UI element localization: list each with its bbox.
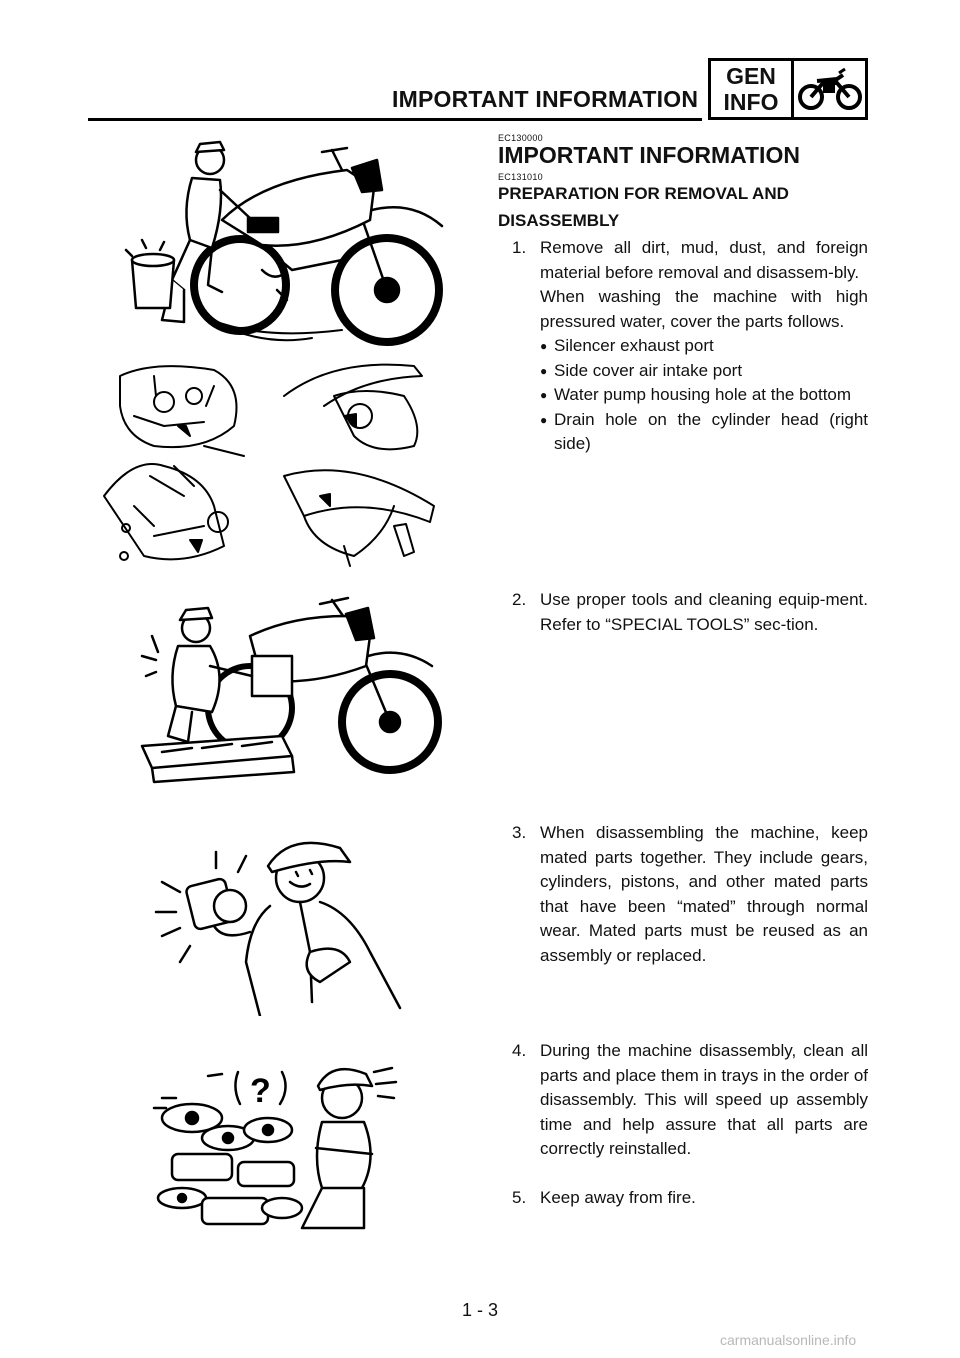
step-3: 3. When disassembling the machine, keep …: [512, 821, 868, 968]
step-text: Use proper tools and cleaning equip-ment…: [540, 590, 868, 634]
header-rule: [88, 118, 702, 121]
header-title: IMPORTANT INFORMATION: [392, 86, 699, 112]
section-code: EC130000: [498, 133, 543, 143]
step-5: 5. Keep away from fire.: [512, 1186, 868, 1211]
step-number: 5.: [512, 1188, 527, 1207]
washing-motorcycle-illustration: [124, 140, 444, 346]
page-number: 1 - 3: [461, 1300, 499, 1320]
step-number: 2.: [512, 590, 527, 609]
disassembly-trays-illustration: ?: [152, 1066, 398, 1230]
list-item-text: Drain hole on the cylinder head (right s…: [554, 409, 868, 454]
watermark: carmanualsonline.info: [720, 1332, 857, 1348]
list-item: ● Water pump housing hole at the bottom: [540, 383, 868, 408]
bullet-icon: ●: [540, 363, 548, 378]
covered-parts-illustration: [103, 363, 435, 567]
list-item-text: Silencer exhaust port: [554, 336, 714, 355]
subsection-code: EC131010: [498, 172, 543, 182]
section-tag: GEN INFO: [708, 58, 868, 120]
section-tag-line1: GEN: [726, 63, 776, 89]
step-number: 1.: [512, 238, 527, 257]
section-tag-line2: INFO: [723, 89, 779, 115]
motorcycle-icon: [794, 61, 865, 117]
question-mark: ?: [250, 1072, 271, 1110]
bullet-list: ● Silencer exhaust port ● Side cover air i…: [540, 334, 868, 457]
step-text: When disassembling the machine, keep mat…: [540, 823, 868, 965]
list-item: ● Silencer exhaust port: [540, 334, 868, 359]
section-tag-label: GEN INFO: [711, 61, 794, 117]
list-item: ● Side cover air intake port: [540, 359, 868, 384]
subsection-title: PREPARATION FOR REMOVAL AND DISASSEMBLY: [498, 184, 789, 230]
step-text: During the machine disassembly, clean al…: [540, 1041, 868, 1158]
step-number: 3.: [512, 823, 527, 842]
bullet-icon: ●: [540, 339, 548, 353]
list-item-text: Side cover air intake port: [554, 360, 743, 380]
step-1: 1. Remove all dirt, mud, dust, and forei…: [512, 236, 868, 457]
mated-parts-illustration: [154, 841, 402, 1016]
step-note: When washing the machine with high press…: [540, 287, 868, 331]
list-item-text: Water pump housing hole at the bottom: [554, 385, 852, 404]
list-item: ● Drain hole on the cylinder head (right …: [540, 408, 868, 457]
step-text: Remove all dirt, mud, dust, and foreign …: [540, 238, 868, 282]
bullet-icon: ●: [540, 412, 548, 427]
mechanic-toolbox-illustration: [140, 596, 442, 784]
bullet-icon: ●: [540, 388, 548, 402]
step-text: Keep away from fire.: [540, 1188, 696, 1207]
step-number: 4.: [512, 1041, 527, 1060]
step-2: 2. Use proper tools and cleaning equip-m…: [512, 588, 868, 637]
section-title: IMPORTANT INFORMATION: [498, 142, 800, 168]
step-4: 4. During the machine disassembly, clean…: [512, 1039, 868, 1162]
